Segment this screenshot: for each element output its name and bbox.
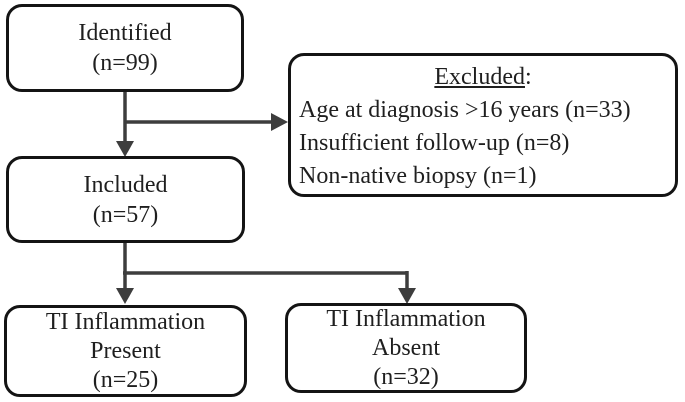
arrow-down-icon [398,288,416,304]
node-absent-label-1: TI Inflammation [326,305,486,332]
node-present-label-1: TI Inflammation [45,308,206,335]
node-included: Included (n=57) [6,156,245,243]
node-excluded-title-colon: : [524,64,532,90]
node-present-label-2: Present [90,337,161,364]
node-absent-label-2: Absent [372,334,440,361]
node-identified: Identified (n=99) [6,4,244,92]
node-absent-count: (n=32) [373,363,439,390]
node-ti-inflammation-absent: TI Inflammation Absent (n=32) [285,303,527,393]
node-excluded: Excluded: Age at diagnosis >16 years (n=… [288,53,678,197]
node-excluded-item: Age at diagnosis >16 years (n=33) [299,97,631,123]
arrow-down-icon [116,288,134,304]
node-ti-inflammation-present: TI Inflammation Present (n=25) [4,305,247,397]
node-included-count: (n=57) [92,201,159,228]
node-excluded-title-text: Excluded [434,64,525,90]
node-excluded-item: Insufficient follow-up (n=8) [299,130,570,156]
node-excluded-item: Non-native biopsy (n=1) [299,163,537,189]
node-excluded-title: Excluded: [299,61,667,94]
node-present-count: (n=25) [92,366,159,393]
node-included-label: Included [83,171,168,198]
node-identified-label: Identified [78,20,172,46]
node-identified-count: (n=99) [92,50,158,76]
arrow-down-icon [116,141,134,157]
arrow-right-icon [271,113,288,131]
